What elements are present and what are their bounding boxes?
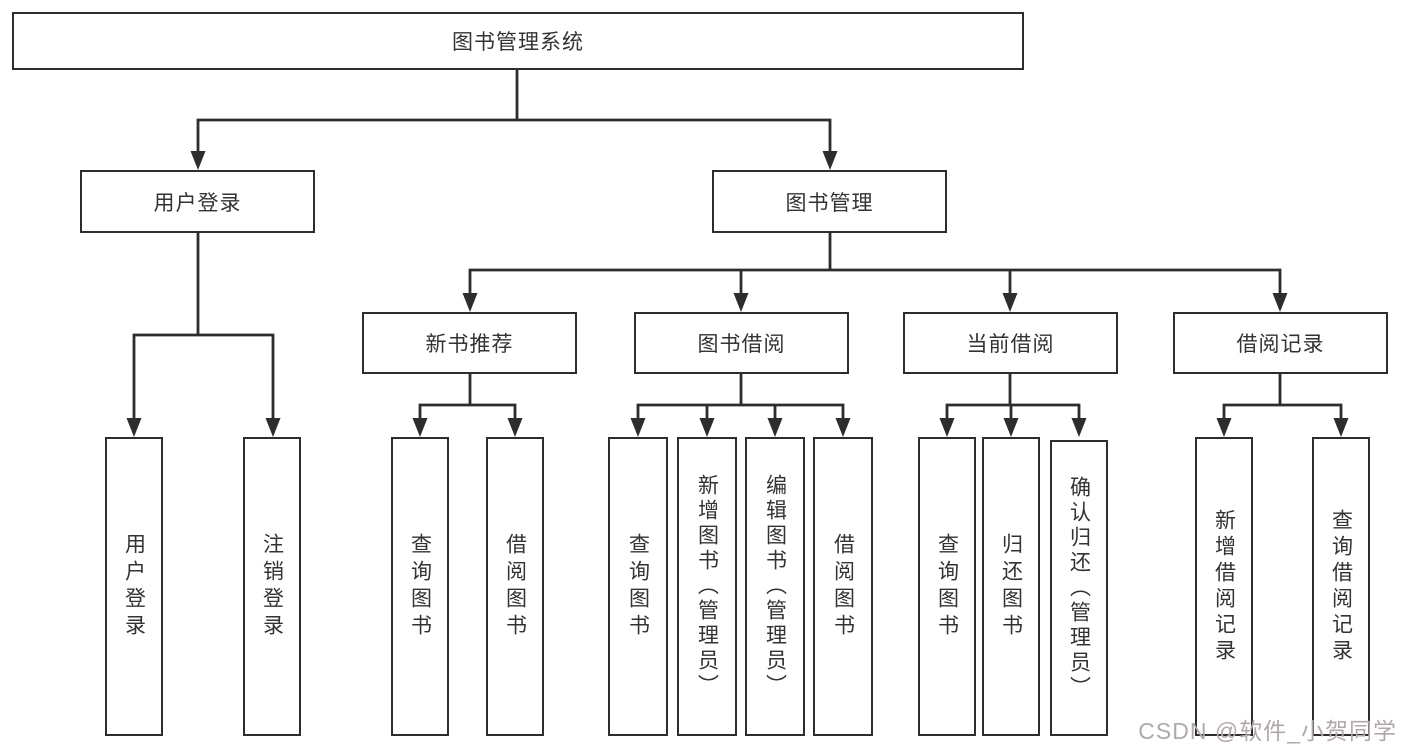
node-label: 新书推荐 [425, 333, 514, 356]
node-label: 借阅记录 [1236, 333, 1325, 356]
csdn-watermark: CSDN @软件_小贺同学 [1138, 718, 1397, 744]
leaf-label: 借阅图书 [831, 532, 855, 641]
leaf-add-books-admin: 新增图书（管理员） [677, 437, 737, 736]
node-label: 当前借阅 [966, 333, 1055, 356]
leaf-query-borrow-record: 查询借阅记录 [1312, 437, 1370, 736]
leaf-return-books: 归还图书 [982, 437, 1040, 736]
node-new-book-recommend: 新书推荐 [362, 312, 577, 374]
leaf-borrow-books-recommend: 借阅图书 [486, 437, 544, 736]
node-book-management: 图书管理 [712, 170, 947, 233]
leaf-user-login: 用户登录 [105, 437, 163, 736]
leaf-label: 用户登录 [122, 532, 146, 641]
leaf-label: 新增图书（管理员） [695, 474, 719, 699]
node-book-borrowing: 图书借阅 [634, 312, 849, 374]
leaf-borrow-books-borrowing: 借阅图书 [813, 437, 873, 736]
node-library-management-system: 图书管理系统 [12, 12, 1024, 70]
leaf-confirm-return-admin: 确认归还（管理员） [1050, 440, 1108, 736]
node-label: 用户登录 [153, 191, 242, 215]
leaf-label: 归还图书 [999, 532, 1023, 641]
leaf-add-borrow-record: 新增借阅记录 [1195, 437, 1253, 736]
node-borrowing-records: 借阅记录 [1173, 312, 1388, 374]
leaf-edit-books-admin: 编辑图书（管理员） [745, 437, 805, 736]
node-label: 图书管理系统 [452, 31, 584, 54]
leaf-label: 查询图书 [935, 532, 959, 641]
leaf-label: 确认归还（管理员） [1067, 475, 1091, 701]
leaf-label: 编辑图书（管理员） [763, 474, 787, 699]
connector-paths [132, 70, 1343, 433]
leaf-label: 借阅图书 [503, 532, 527, 641]
node-label: 图书借阅 [697, 333, 786, 356]
leaf-label: 新增借阅记录 [1212, 508, 1236, 665]
leaf-label: 查询图书 [408, 532, 432, 641]
leaf-query-books-borrowing: 查询图书 [608, 437, 668, 736]
leaf-label: 查询借阅记录 [1329, 508, 1353, 665]
arrowhead-icons [126, 151, 1349, 437]
leaf-label: 注销登录 [260, 532, 284, 641]
leaf-label: 查询图书 [626, 532, 650, 641]
leaf-logout: 注销登录 [243, 437, 301, 736]
node-user-login: 用户登录 [80, 170, 315, 233]
leaf-query-books-current: 查询图书 [918, 437, 976, 736]
leaf-query-books-recommend: 查询图书 [391, 437, 449, 736]
node-current-borrowing: 当前借阅 [903, 312, 1118, 374]
node-label: 图书管理 [785, 191, 874, 215]
